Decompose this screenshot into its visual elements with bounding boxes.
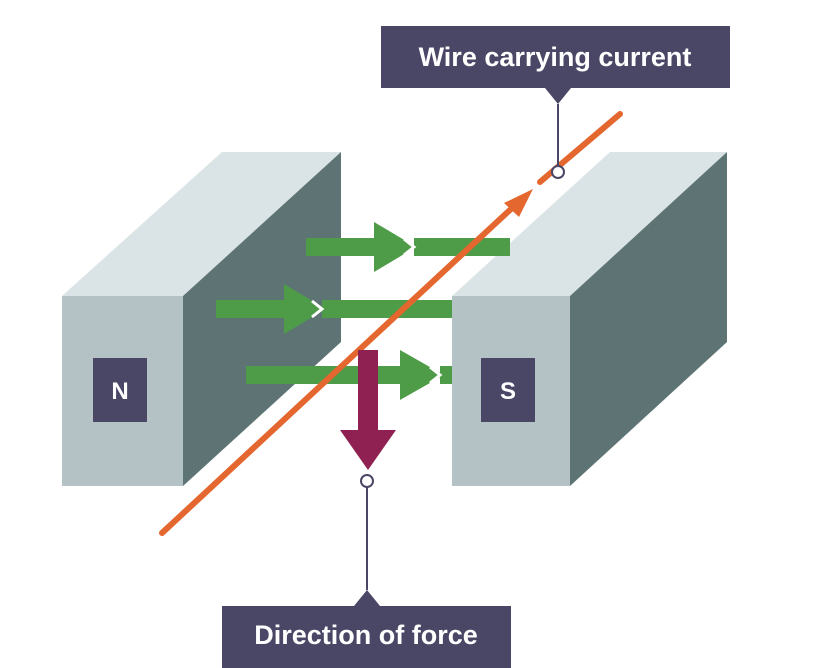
wire-label-box [381, 26, 730, 88]
south-pole-badge [481, 358, 535, 422]
south-magnet-back [452, 152, 727, 486]
south-magnet-side [570, 152, 727, 486]
north-pole-badge [93, 358, 147, 422]
north-magnet: N [62, 152, 341, 486]
force-arrow-icon [340, 350, 396, 470]
current-arrow-icon [504, 189, 533, 217]
north-magnet-top [62, 152, 341, 296]
wire-lower [159, 205, 515, 536]
south-pole-label: S [500, 378, 516, 405]
wire-label: Wire carrying current [419, 42, 692, 72]
north-pole-label: N [111, 378, 128, 405]
field-arrow [306, 222, 510, 272]
force-leader-dot [360, 474, 374, 488]
force-label-box [222, 606, 511, 668]
wire-callout: Wire carrying current [381, 26, 730, 179]
force-callout: Direction of force [222, 474, 511, 668]
field-arrow [216, 284, 456, 334]
south-magnet-top [452, 152, 727, 296]
south-magnet: S [452, 296, 570, 486]
force-label: Direction of force [254, 620, 478, 650]
wire-leader-dot [551, 165, 565, 179]
north-magnet-side [183, 152, 341, 486]
